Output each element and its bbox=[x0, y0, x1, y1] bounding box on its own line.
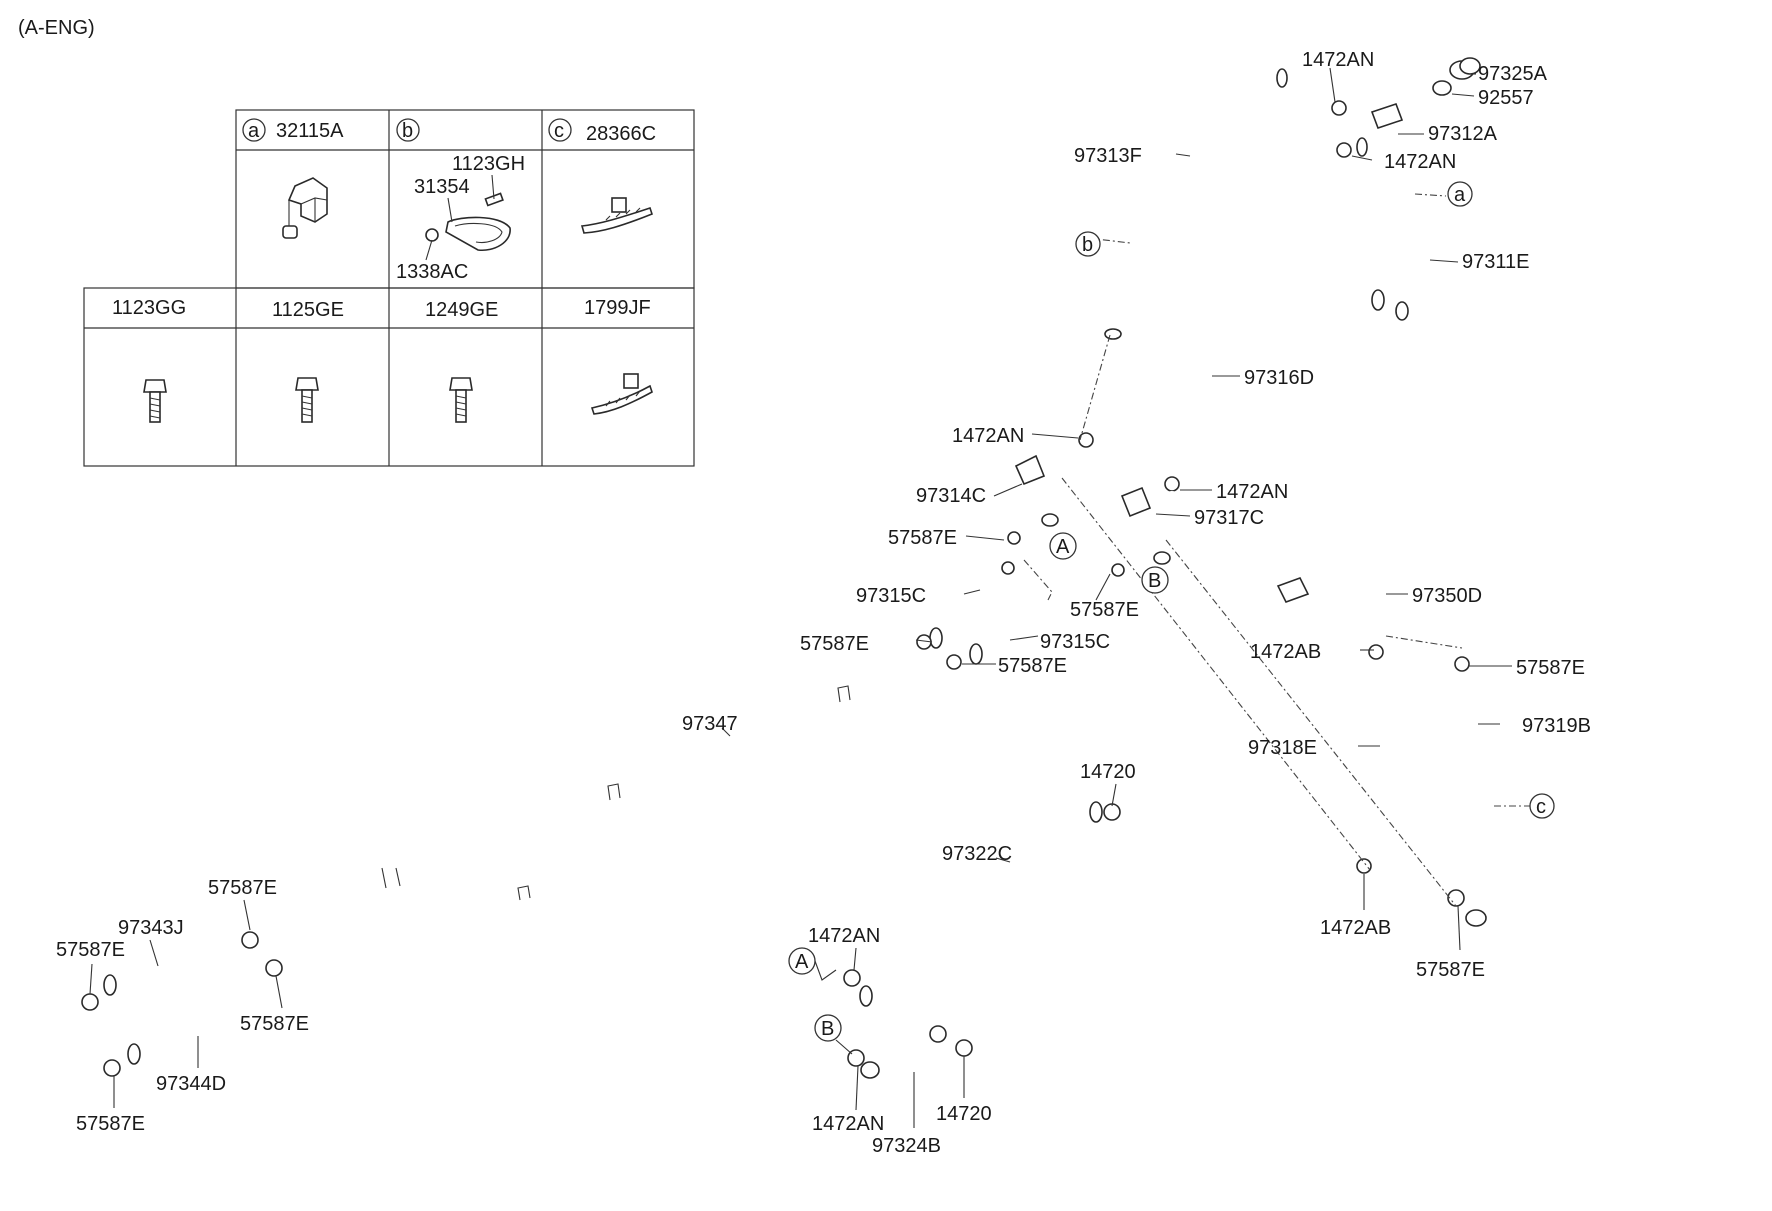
bolt-1123gg-icon bbox=[143, 379, 167, 423]
table-cell-b: b 1123GH 31354 1338AC bbox=[396, 118, 525, 283]
label-14720-1: 14720 bbox=[1080, 761, 1136, 783]
hose-drawings bbox=[81, 51, 1499, 1090]
label-97350d: 97350D bbox=[1412, 585, 1482, 607]
label-57587e-6: 57587E bbox=[208, 877, 277, 899]
callout-labels: 1472AN 97325A 92557 97312A 1472AN 97313F… bbox=[56, 49, 1591, 1157]
label-97311e: 97311E bbox=[1462, 251, 1529, 273]
table-cell-c: c 28366C bbox=[548, 118, 656, 234]
leader-lines bbox=[89, 67, 1512, 1128]
svg-text:B: B bbox=[821, 1018, 834, 1040]
label-92557: 92557 bbox=[1478, 87, 1534, 109]
badge-a-letter: a bbox=[248, 120, 260, 142]
marker-c: c bbox=[1529, 793, 1555, 819]
label-1472ab-1: 1472AB bbox=[1250, 641, 1321, 663]
label-1472an-3: 1472AN bbox=[952, 425, 1024, 447]
bolt-1249ge-icon bbox=[449, 377, 473, 423]
label-97319b: 97319B bbox=[1522, 715, 1591, 737]
nut-1338ac-label: 1338AC bbox=[396, 261, 468, 283]
engine-label: (A-ENG) bbox=[18, 17, 95, 39]
marker-A-top: A bbox=[1049, 532, 1077, 560]
svg-text:c: c bbox=[1536, 796, 1546, 818]
label-1472an-2: 1472AN bbox=[1384, 151, 1456, 173]
label-97343j: 97343J bbox=[118, 917, 184, 939]
label-14720-2: 14720 bbox=[936, 1103, 992, 1125]
label-97322c: 97322C bbox=[942, 843, 1012, 865]
svg-text:A: A bbox=[795, 951, 809, 973]
label-57587e-10: 57587E bbox=[76, 1113, 145, 1135]
cable-tie-1799jf-icon bbox=[590, 373, 653, 415]
table-code-1249ge: 1249GE bbox=[425, 299, 498, 321]
label-97314c: 97314C bbox=[916, 485, 986, 507]
clip-31354-label: 31354 bbox=[414, 176, 470, 198]
label-97313f: 97313F bbox=[1074, 145, 1142, 167]
label-97316d: 97316D bbox=[1244, 367, 1314, 389]
label-97344d: 97344D bbox=[156, 1073, 226, 1095]
bolt-1125ge-icon bbox=[295, 377, 319, 423]
label-97315c-2: 97315C bbox=[1040, 631, 1110, 653]
marker-b: b bbox=[1075, 231, 1101, 257]
bracket-b-icon bbox=[425, 174, 511, 261]
svg-text:a: a bbox=[1454, 184, 1466, 206]
table-code-1123gg: 1123GG bbox=[112, 297, 186, 319]
label-97317c: 97317C bbox=[1194, 507, 1264, 529]
badge-c bbox=[548, 118, 572, 142]
label-1472an-4: 1472AN bbox=[1216, 481, 1288, 503]
clip-32115a-icon bbox=[282, 177, 328, 239]
label-97325a: 97325A bbox=[1478, 63, 1548, 85]
label-97318e: 97318E bbox=[1248, 737, 1317, 759]
svg-text:b: b bbox=[1082, 234, 1093, 256]
bolt-1123gh-label: 1123GH bbox=[452, 153, 525, 175]
label-57587e-3: 57587E bbox=[800, 633, 869, 655]
table-code-1799jf: 1799JF bbox=[584, 297, 651, 319]
marker-B-top: B bbox=[1141, 566, 1169, 594]
cable-tie-28366c-icon bbox=[580, 197, 653, 234]
marker-A-bottom: A bbox=[788, 947, 837, 981]
table-code-a: 32115A bbox=[276, 120, 344, 142]
label-57587e-5: 57587E bbox=[998, 655, 1067, 677]
label-57587e-9: 57587E bbox=[240, 1013, 309, 1035]
table-cell-a: a 32115A bbox=[242, 118, 344, 239]
badge-a bbox=[242, 118, 266, 142]
label-57587e-8: 57587E bbox=[1416, 959, 1485, 981]
label-97324b: 97324B bbox=[872, 1135, 941, 1157]
label-97312a: 97312A bbox=[1428, 123, 1498, 145]
table-code-1125ge: 1125GE bbox=[272, 299, 344, 321]
label-1472an-6: 1472AN bbox=[812, 1113, 884, 1135]
label-97347: 97347 bbox=[682, 713, 738, 735]
badge-c-letter: c bbox=[554, 120, 564, 142]
svg-text:A: A bbox=[1056, 536, 1070, 558]
label-57587e-2: 57587E bbox=[1070, 599, 1139, 621]
label-1472ab-2: 1472AB bbox=[1320, 917, 1391, 939]
routing-lines bbox=[1023, 193, 1530, 907]
table-code-c: 28366C bbox=[586, 123, 656, 145]
svg-text:B: B bbox=[1148, 570, 1161, 592]
marker-B-bottom: B bbox=[814, 1014, 853, 1055]
badge-b bbox=[396, 118, 420, 142]
label-1472an-top: 1472AN bbox=[1302, 49, 1374, 71]
parts-table bbox=[83, 109, 695, 467]
label-57587e-4: 57587E bbox=[1516, 657, 1585, 679]
label-57587e-1: 57587E bbox=[888, 527, 957, 549]
label-97315c-1: 97315C bbox=[856, 585, 926, 607]
marker-a: a bbox=[1447, 181, 1473, 207]
label-57587e-7: 57587E bbox=[56, 939, 125, 961]
label-1472an-5: 1472AN bbox=[808, 925, 880, 947]
badge-b-letter: b bbox=[402, 120, 413, 142]
